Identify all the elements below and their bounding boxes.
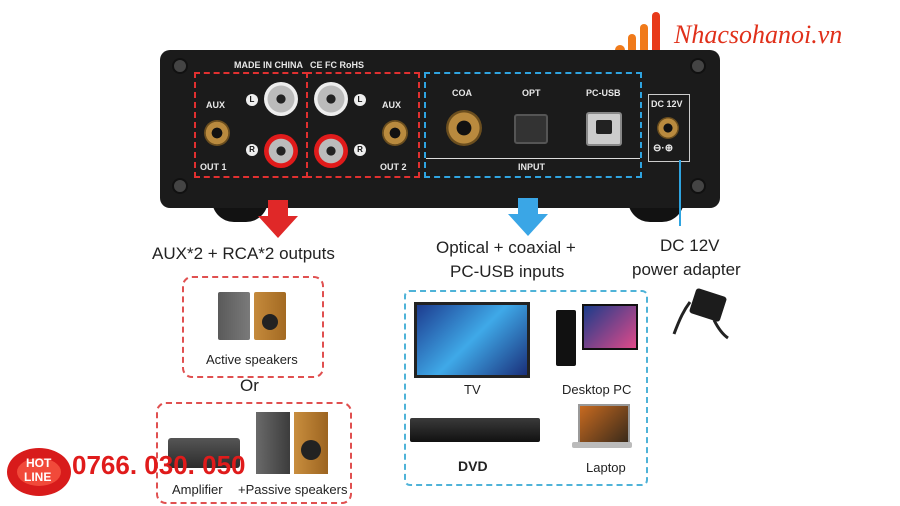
outputs-caption: AUX*2 + RCA*2 outputs xyxy=(152,244,335,263)
amplifier-passive-box: Amplifier +Passive speakers xyxy=(156,402,352,504)
dc-caption-line2: power adapter xyxy=(632,260,741,279)
aux-label: AUX xyxy=(382,100,402,110)
screw-icon xyxy=(690,178,706,194)
out2-label: OUT 2 xyxy=(380,162,407,172)
out1-group: AUX L R OUT 1 xyxy=(194,72,308,178)
tv-label: TV xyxy=(464,382,481,397)
aux-label: AUX xyxy=(206,100,226,110)
speaker-icon xyxy=(294,412,328,474)
tv-icon xyxy=(414,302,530,378)
left-channel-icon: L xyxy=(246,94,258,106)
rca-red-jack-icon xyxy=(314,134,348,168)
optical-port-icon xyxy=(514,114,548,144)
hotline-badge[interactable]: HOT LINE xyxy=(4,440,74,500)
input-divider xyxy=(426,158,640,159)
rca-red-jack-icon xyxy=(264,134,298,168)
amplifier-icon xyxy=(168,438,240,468)
amplifier-label: Amplifier xyxy=(172,482,223,497)
input-group: COA OPT PC-USB INPUT xyxy=(424,72,642,178)
telephone-icon xyxy=(7,448,71,496)
screw-icon xyxy=(690,58,706,74)
opt-label: OPT xyxy=(522,88,541,98)
polarity-icon: ⊖·⊕ xyxy=(653,143,674,154)
power-adapter-icon xyxy=(672,288,729,340)
input-label: INPUT xyxy=(518,162,545,172)
laptop-icon xyxy=(572,404,632,450)
screw-icon xyxy=(172,178,188,194)
dc-caption-line1: DC 12V xyxy=(660,236,720,255)
desktop-pc-label: Desktop PC xyxy=(562,382,632,397)
speaker-icon xyxy=(254,292,286,340)
usb-b-port-icon xyxy=(586,112,622,146)
dc-group: DC 12V ⊖·⊕ xyxy=(648,94,690,162)
laptop-label: Laptop xyxy=(586,460,626,475)
active-speakers-label: Active speakers xyxy=(206,352,298,367)
inputs-caption-line1: Optical + coaxial + xyxy=(436,238,576,257)
inputs-caption-line2: PC-USB inputs xyxy=(450,262,565,281)
coaxial-jack-icon xyxy=(446,110,482,146)
made-in-label: MADE IN CHINA xyxy=(234,60,303,70)
passive-speakers-label: +Passive speakers xyxy=(238,482,348,497)
speaker-icon xyxy=(256,412,290,474)
screw-icon xyxy=(172,58,188,74)
left-channel-icon: L xyxy=(354,94,366,106)
aux-jack-icon xyxy=(382,120,408,146)
brand-name: Nhacsohanoi.vn xyxy=(674,20,843,49)
dc-jack-icon xyxy=(657,117,679,139)
hotline-label-1: HOT xyxy=(26,456,52,470)
input-arrow-icon xyxy=(508,198,548,236)
out1-label: OUT 1 xyxy=(200,162,227,172)
right-channel-icon: R xyxy=(246,144,258,156)
input-devices-box: TV Desktop PC DVD Laptop xyxy=(404,290,648,486)
right-channel-icon: R xyxy=(354,144,366,156)
desktop-pc-icon xyxy=(556,304,638,372)
dvd-label: DVD xyxy=(458,458,488,474)
or-label: Or xyxy=(240,376,259,395)
speaker-icon xyxy=(218,292,250,340)
brand-logo: Nhacsohanoi.vn xyxy=(612,8,897,58)
out2-group: L R AUX OUT 2 xyxy=(306,72,420,178)
pcusb-label: PC-USB xyxy=(586,88,621,98)
dc-connector-line xyxy=(679,160,681,226)
hotline-label-2: LINE xyxy=(24,470,52,484)
dvd-player-icon xyxy=(410,418,540,442)
certs-label: CE FC RoHS xyxy=(310,60,364,70)
hotline-phone[interactable]: 0766. 030. 050 xyxy=(72,450,246,480)
coa-label: COA xyxy=(452,88,472,98)
output-arrow-icon xyxy=(258,200,298,238)
device-back-panel: MADE IN CHINA CE FC RoHS AUX L R OUT 1 L… xyxy=(160,50,720,208)
rca-white-jack-icon xyxy=(314,82,348,116)
dc-label: DC 12V xyxy=(651,99,683,109)
rca-white-jack-icon xyxy=(264,82,298,116)
aux-jack-icon xyxy=(204,120,230,146)
active-speakers-box: Active speakers xyxy=(182,276,324,378)
